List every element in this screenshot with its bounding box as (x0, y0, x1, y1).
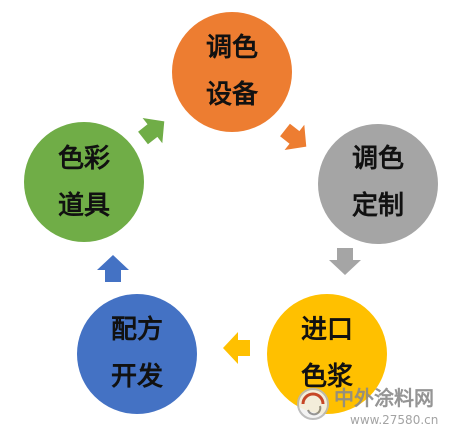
node-imported: 进口 色浆 (267, 294, 387, 414)
arrow-equipment-to-custom (280, 123, 307, 150)
node-circle (24, 122, 144, 242)
node-formula: 配方 开发 (77, 294, 197, 414)
node-label-line2: 色浆 (301, 361, 354, 392)
node-circle (318, 124, 438, 244)
node-circle (267, 294, 387, 414)
node-label-line2: 开发 (111, 361, 163, 392)
node-label-line1: 配方 (111, 314, 163, 345)
node-label-line2: 设备 (206, 80, 259, 110)
watermark-name: 中外涂料网 (334, 386, 434, 410)
watermark-url: www.27580.cn (350, 413, 438, 427)
node-label-line1: 进口 (301, 315, 353, 345)
node-custom: 调色 定制 (318, 124, 438, 244)
arrow-custom-to-imported (329, 248, 361, 275)
node-label-line2: 定制 (352, 190, 404, 221)
arrow-imported-to-formula (223, 332, 250, 364)
arrow-props-to-equipment (138, 118, 165, 145)
watermark: 中外涂料网 www.27580.cn (297, 386, 438, 427)
circular-swirl-logo-icon (297, 388, 329, 420)
node-label-line1: 调色 (352, 143, 404, 174)
node-label-line1: 调色 (206, 32, 258, 63)
node-label-line1: 色彩 (58, 143, 110, 174)
node-equipment: 调色 设备 (172, 12, 292, 132)
node-props: 色彩 道具 (24, 122, 144, 242)
arrow-formula-to-props (97, 255, 129, 282)
node-circle (77, 294, 197, 414)
node-label-line2: 道具 (58, 190, 110, 221)
node-circle (172, 12, 292, 132)
